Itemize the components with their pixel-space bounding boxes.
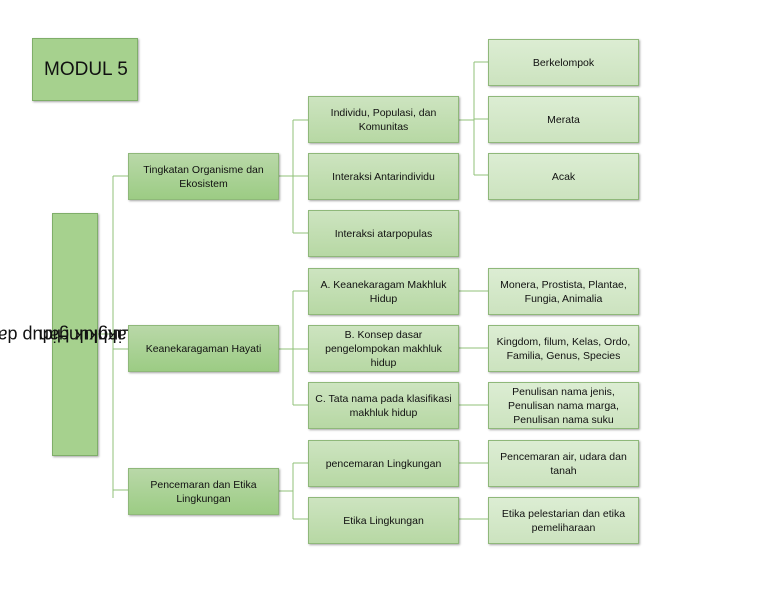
node-keanekaragaman-hayati: Keanekaragaman Hayati <box>128 325 279 372</box>
root-label: Makhluk Hidup dan Lingkungan <box>0 257 142 411</box>
module-title: MODUL 5 <box>32 38 138 101</box>
node-etika-pelestarian: Etika pelestarian dan etika pemeliharaan <box>488 497 639 544</box>
root-node: Makhluk Hidup dan Lingkungan <box>0 213 142 456</box>
node-merata: Merata <box>488 96 639 143</box>
node-pencemaran-lingkungan: pencemaran Lingkungan <box>308 440 459 487</box>
node-interaksi-antarindividu: Interaksi Antarindividu <box>308 153 459 200</box>
node-pencemaran-etika: Pencemaran dan Etika Lingkungan <box>128 468 279 515</box>
node-kingdom-species: Kingdom, filum, Kelas, Ordo, Familia, Ge… <box>488 325 639 372</box>
node-monera-animalia: Monera, Prostista, Plantae, Fungia, Anim… <box>488 268 639 315</box>
node-konsep-dasar-pengelompokan: B. Konsep dasar pengelompokan makhluk hi… <box>308 325 459 372</box>
node-individu-populasi-komunitas: Individu, Populasi, dan Komunitas <box>308 96 459 143</box>
node-penulisan-nama: Penulisan nama jenis, Penulisan nama mar… <box>488 382 639 429</box>
node-tata-nama-klasifikasi: C. Tata nama pada klasifikasi makhluk hi… <box>308 382 459 429</box>
node-tingkatan-organisme: Tingkatan Organisme dan Ekosistem <box>128 153 279 200</box>
node-keanekaragam-makhluk-hidup: A. Keanekaragam Makhluk Hidup <box>308 268 459 315</box>
node-berkelompok: Berkelompok <box>488 39 639 86</box>
node-acak: Acak <box>488 153 639 200</box>
node-etika-lingkungan: Etika Lingkungan <box>308 497 459 544</box>
node-pencemaran-air-udara-tanah: Pencemaran air, udara dan tanah <box>488 440 639 487</box>
node-interaksi-atarpopulas: Interaksi atarpopulas <box>308 210 459 257</box>
